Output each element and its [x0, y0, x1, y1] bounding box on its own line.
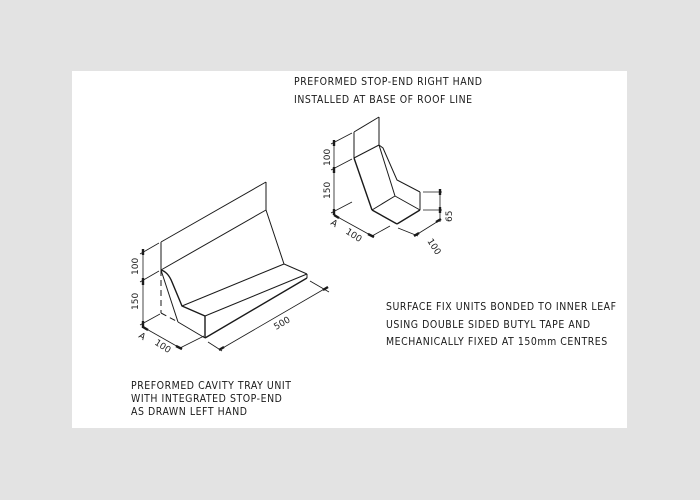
note-stop-end-line-1: PREFORMED STOP-END RIGHT HAND: [294, 77, 483, 88]
dim-stop-upstand-slope: 150: [323, 182, 333, 199]
dim-stop-height: 65: [445, 211, 455, 222]
note-fixing-line-2: USING DOUBLE SIDED BUTYL TAPE AND: [386, 319, 591, 331]
note-cavity-tray: PREFORMED CAVITY TRAY UNIT WITH INTEGRAT…: [131, 380, 291, 419]
note-fixing: SURFACE FIX UNITS BONDED TO INNER LEAF U…: [386, 299, 617, 352]
note-fixing-line-1: SURFACE FIX UNITS BONDED TO INNER LEAF: [386, 302, 617, 313]
cavity-tray-unit: 100 150 A 100 500: [131, 181, 330, 356]
note-stop-end-line-2: INSTALLED AT BASE OF ROOF LINE: [294, 94, 473, 106]
dim-marker-a: A: [136, 331, 147, 343]
note-fixing-line-3: MECHANICALLY FIXED AT 150mm CENTRES: [386, 337, 608, 348]
dim-stop-width: 100: [424, 237, 442, 257]
drawing-sheet: [72, 71, 627, 428]
dim-upstand-slope: 150: [131, 293, 141, 310]
note-stop-end: PREFORMED STOP-END RIGHT HAND INSTALLED …: [294, 74, 483, 109]
dim-length: 500: [273, 315, 293, 332]
stop-end-unit: 100 150 A 100 100 65: [323, 116, 455, 257]
dim-stop-marker-a: A: [328, 218, 339, 230]
dim-stop-upstand-top: 100: [323, 149, 333, 166]
dim-depth: 100: [152, 338, 172, 356]
note-cavity-tray-line-3: AS DRAWN LEFT HAND: [131, 407, 248, 418]
note-cavity-tray-line-1: PREFORMED CAVITY TRAY UNIT: [131, 381, 292, 392]
note-cavity-tray-line-2: WITH INTEGRATED STOP-END: [131, 394, 283, 405]
dim-upstand-top: 100: [131, 258, 141, 275]
